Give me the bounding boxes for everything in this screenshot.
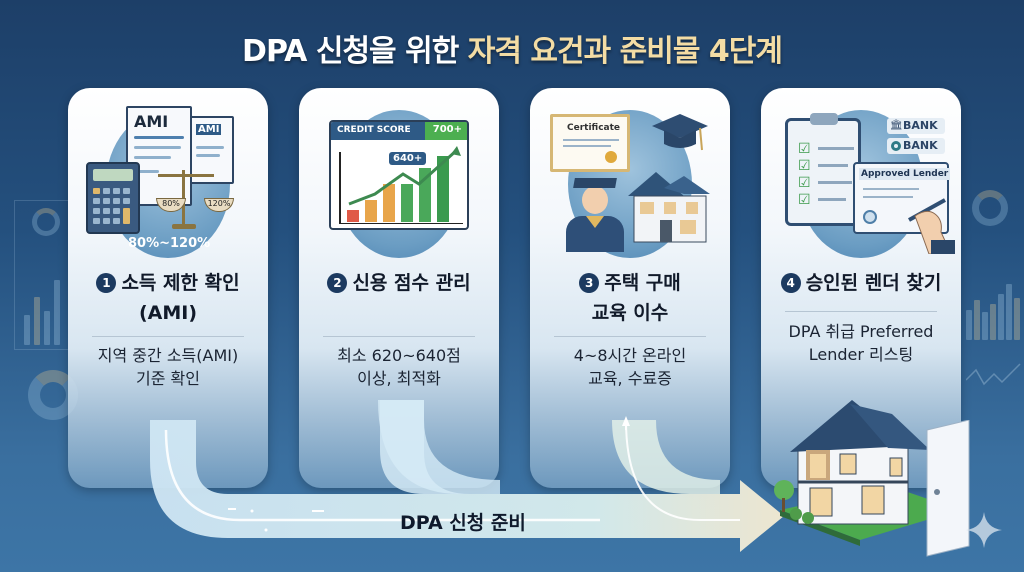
credit-score-illustration: CREDIT SCORE 700+ 640+ [317,102,481,258]
certificate-icon: Certificate [550,114,630,172]
bank-icon: BANK [887,138,945,154]
title-highlight: 자격 요건과 준비물 4단계 [467,34,783,69]
title-main: DPA 신청을 위한 [242,34,468,69]
trend-arrow-icon [348,146,461,206]
step-description: 4~8시간 온라인 교육, 수료증 [573,346,687,388]
donut-chart-icon [972,190,1008,226]
divider [785,311,937,312]
divider [92,336,244,337]
bar-chart-icon: CREDIT SCORE 700+ 640+ [329,120,469,230]
house-icon [628,172,710,243]
bank-icon: BANK 🏛 [887,118,945,134]
donut-chart-icon [32,208,60,236]
flow-label: DPA 신청 준비 [400,512,526,534]
signing-hand-icon [908,198,955,254]
step-description: 지역 중간 소득(AMI) 기준 확인 [97,346,239,388]
house-icon [774,400,960,546]
open-door-icon [926,420,970,557]
step-description: 최소 620~640점 이상, 최적화 [337,346,461,388]
calculator-icon [86,162,140,234]
step-number-badge: 2 [327,273,348,293]
graduation-cap-icon [652,114,708,151]
step-number-badge: 4 [780,273,801,293]
clipboard-checklist-icon: ☑☑☑☑ [785,113,861,226]
background-dashboard-right [962,160,1024,460]
education-illustration: Certificate [548,102,712,258]
sparkle-icon [966,512,1002,548]
step-number-badge: 1 [96,273,117,293]
line-chart-icon [966,363,1021,386]
document-icon: AMI [190,116,234,184]
lender-illustration: ☑☑☑☑ BANK 🏛 BANK Approved Lender [779,102,955,258]
income-illustration: AMI AMI 80% 120% 80%~120% [86,102,250,258]
graduate-person-icon [560,178,630,252]
divider [323,336,475,337]
step-description: DPA 취급 Preferred Lender 리스팅 [788,322,934,364]
page-title: DPA 신청을 위한 자격 요건과 준비물 4단계 [0,26,1024,70]
divider [554,336,706,337]
step-number-badge: 3 [579,273,600,293]
background-dashboard-left [10,200,78,440]
